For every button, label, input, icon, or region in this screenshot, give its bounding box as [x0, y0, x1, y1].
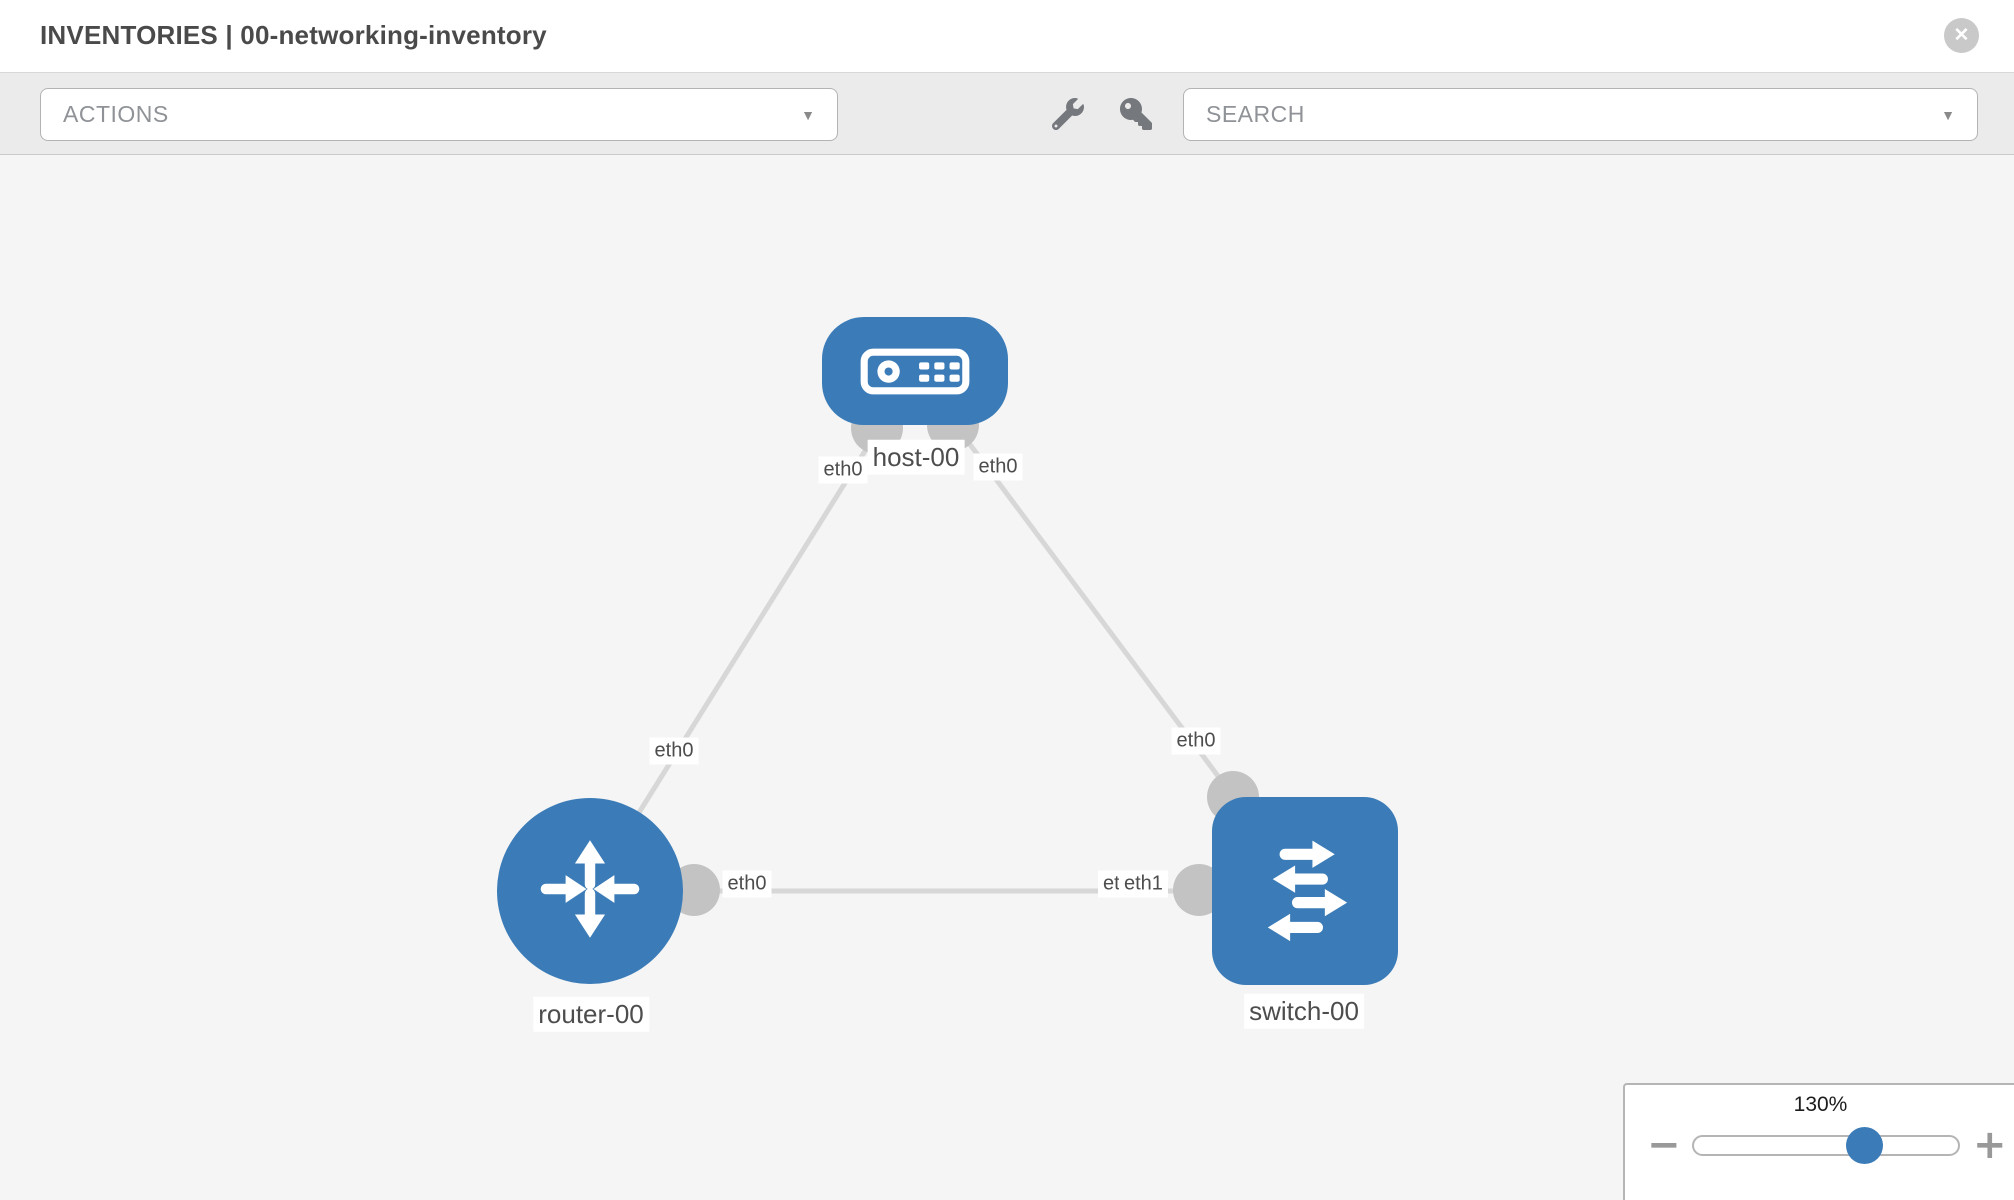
- caret-down-icon: ▼: [801, 106, 815, 123]
- zoom-control-panel: 130% − +: [1623, 1083, 2014, 1200]
- interface-label-switch-eth1: eth1: [1119, 870, 1168, 898]
- zoom-out-button[interactable]: −: [1647, 1123, 1681, 1167]
- node-label-host: host-00: [867, 439, 965, 475]
- toolbar: ACTIONS ▼ SEARCH ▼: [0, 73, 2014, 155]
- page-header: INVENTORIES | 00-networking-inventory ✕: [0, 0, 2014, 73]
- interface-label-router-eth0-top: eth0: [649, 737, 699, 765]
- node-label-switch: switch-00: [1244, 993, 1364, 1029]
- close-button[interactable]: ✕: [1944, 18, 1979, 53]
- minus-icon: −: [1647, 1122, 1681, 1168]
- interface-label-switch-eth0-top: eth0: [1171, 727, 1221, 755]
- page-title: INVENTORIES | 00-networking-inventory: [40, 20, 547, 50]
- zoom-slider-handle[interactable]: [1846, 1127, 1883, 1164]
- close-icon: ✕: [1953, 25, 1970, 46]
- topology-canvas[interactable]: host-00 router-00 switch-00 eth0 eth0 et…: [0, 155, 2014, 1200]
- router-icon: [532, 831, 648, 952]
- zoom-level-label: 130%: [1793, 1093, 1848, 1116]
- node-label-router: router-00: [533, 996, 649, 1032]
- zoom-in-button[interactable]: +: [1973, 1123, 2007, 1167]
- caret-down-icon: ▼: [1941, 106, 1955, 123]
- actions-dropdown[interactable]: ACTIONS ▼: [40, 88, 838, 141]
- actions-dropdown-label: ACTIONS: [63, 101, 169, 127]
- search-dropdown[interactable]: SEARCH ▼: [1183, 88, 1978, 141]
- wrench-icon: [1051, 97, 1084, 133]
- node-switch-00[interactable]: [1212, 797, 1398, 985]
- interface-label-host-eth0-left: eth0: [818, 456, 868, 484]
- configure-button[interactable]: [1050, 97, 1086, 133]
- plus-icon: +: [1973, 1122, 2007, 1168]
- host-icon: [859, 337, 971, 405]
- search-dropdown-label: SEARCH: [1206, 101, 1305, 127]
- topology-links-layer: [587, 369, 1307, 916]
- interface-label-router-eth0-right: eth0: [722, 870, 772, 898]
- key-button[interactable]: [1118, 97, 1154, 133]
- zoom-slider[interactable]: [1692, 1135, 1960, 1156]
- switch-icon: [1243, 827, 1367, 956]
- key-icon: [1120, 97, 1152, 133]
- node-host-00[interactable]: [822, 317, 1008, 425]
- interface-label-host-eth0-right: eth0: [973, 453, 1023, 481]
- node-router-00[interactable]: [497, 798, 683, 984]
